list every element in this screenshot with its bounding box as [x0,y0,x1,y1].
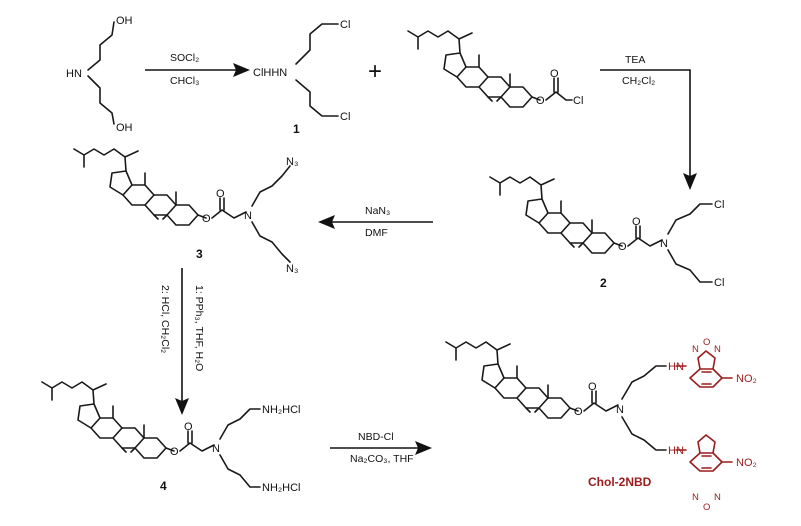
atom-o-ester: O [170,446,179,458]
reaction-4: 1: PPh₃, THF, H₂O 2: HCl, CH₂Cl₂ [159,268,205,415]
reagent-tea: TEA [625,54,645,66]
reaction-5: NBD-Cl Na₂CO₃, THF [330,431,432,465]
reagent-socl2: SOCl₂ [170,52,199,64]
atom-o-oxadiazole-bottom: O [703,502,710,513]
atom-n: N [212,443,220,455]
arrowhead-r1 [233,63,250,77]
reaction-1: SOCl₂ CHCl₃ [145,52,250,87]
atom-n: N [660,238,668,250]
reaction-2: TEA CH₂Cl₂ [600,54,697,190]
atom-n-oxadiazole-4: N [714,492,721,503]
atom-o-carbonyl: O [632,216,641,228]
compound-number-1: 1 [293,122,300,136]
reagent-hcl-ch2cl2: 2: HCl, CH₂Cl₂ [159,285,171,353]
atom-hn-bottom: HN [668,445,684,457]
atom-o-oxadiazole-top: O [703,337,710,348]
atom-o-carbonyl: O [550,68,559,80]
reagent-nbd-cl: NBD-Cl [358,431,394,443]
atom-o-carbonyl: O [184,421,193,433]
atom-n: N [244,210,252,222]
atom-cl-top: Cl [340,19,350,31]
compound-chol-2nbd: O O N HN HN NO₂ NO₂ N O N N O N Chol-2NB… [445,337,757,513]
arrowhead-r2 [683,173,697,190]
plus-sign: + [368,58,382,85]
compound-4: O O N NH₂HCl NH₂HCl 4 [41,381,301,494]
compound-2: O O N Cl Cl 2 [489,176,724,290]
compound-cholesteryl-chloroformate: O O Cl [407,30,583,108]
atom-no2-bottom: NO₂ [736,457,757,469]
atom-cl-bottom: Cl [714,277,724,289]
compound-number-3: 3 [196,247,203,261]
atom-o-ester: O [536,95,545,107]
atom-o-carbonyl: O [216,188,225,200]
atom-cl-top: Cl [714,199,724,211]
atom-no2-top: NO₂ [736,373,757,385]
reagent-pph3-thf-h2o: 1: PPh₃, THF, H₂O [193,285,205,371]
arrow-r2 [600,69,691,178]
atom-o-carbonyl: O [588,381,597,393]
atom-hn: HN [66,68,82,80]
atom-azide-bottom: N₃ [286,263,298,275]
compound-number-4: 4 [160,479,167,493]
atom-o-ester: O [202,213,211,225]
atom-n-oxadiazole-2: N [714,344,721,355]
compound-3: O O N N₃ N₃ 3 [73,148,298,275]
reagent-dmf: DMF [365,227,388,239]
compound-1: Cl ClHHN Cl 1 [253,19,350,136]
atom-n-oxadiazole-3: N [692,492,699,503]
atom-cl: Cl [573,95,583,107]
atom-cl-bottom: Cl [340,111,350,123]
atom-oh-top: OH [116,15,133,27]
atom-oh-bottom: OH [116,122,133,134]
atom-clhhn: ClHHN [253,67,287,79]
atom-o-ester: O [574,406,583,418]
reagent-nan3: NaN₃ [365,205,390,217]
reagent-chcl3: CHCl₃ [170,75,199,87]
compound-diethanolamine: OH HN OH [66,15,133,134]
compound-number-2: 2 [600,276,607,290]
arrowhead-r3 [318,215,335,229]
atom-azide-top: N₃ [286,156,298,168]
atom-nh2hcl-top: NH₂HCl [262,404,301,416]
atom-hn-top: HN [668,361,684,373]
reaction-3: NaN₃ DMF [318,205,433,239]
atom-n-oxadiazole-1: N [692,344,699,355]
reagent-na2co3-thf: Na₂CO₃, THF [350,453,414,465]
atom-n: N [616,404,624,416]
atom-o-ester: O [618,241,627,253]
atom-nh2hcl-bottom: NH₂HCl [262,482,301,494]
arrowhead-r4 [175,398,189,415]
reagent-ch2cl2: CH₂Cl₂ [622,75,655,87]
product-name: Chol-2NBD [588,475,652,489]
arrowhead-r5 [415,441,432,455]
